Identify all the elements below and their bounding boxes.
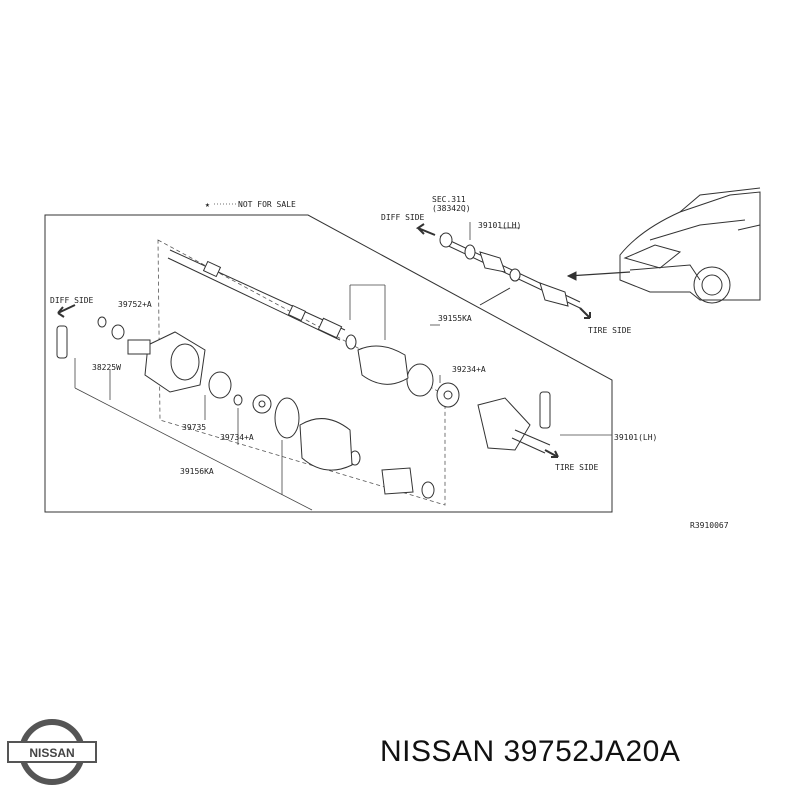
ring <box>345 334 357 350</box>
arrow-icon <box>579 307 591 319</box>
label-39101-lh-right: 39101(LH) <box>614 433 657 442</box>
part-number-caption: NISSAN 39752JA20A <box>380 735 681 768</box>
label-sec: SEC.311 <box>432 195 466 204</box>
label-tire-side-bottom: TIRE SIDE <box>555 463 599 472</box>
ring <box>406 363 434 397</box>
ring <box>274 397 300 439</box>
star-icon: ★ <box>205 200 210 209</box>
label-diff-side-left: DIFF SIDE <box>50 296 94 305</box>
label-39735: 39735 <box>182 423 206 432</box>
boot-small <box>381 467 414 495</box>
ring-39752 <box>111 324 125 340</box>
inner-joint-38225w <box>127 331 206 393</box>
ring-39752 <box>97 316 107 328</box>
label-39234: 39234+A <box>452 365 486 374</box>
logo-text: NISSAN <box>29 746 74 760</box>
arrow-icon <box>57 304 76 318</box>
label-tire-side-top: TIRE SIDE <box>588 326 632 335</box>
leader-lines <box>74 222 612 511</box>
lh-shaft-assembly <box>439 232 581 309</box>
label-sec-sub: (38342Q) <box>432 204 471 213</box>
boot-39155ka <box>357 345 409 385</box>
legend-not-for-sale: NOT FOR SALE <box>238 200 296 209</box>
tripod-left <box>252 394 272 414</box>
label-diff-side-top: DIFF SIDE <box>381 213 425 222</box>
ring <box>421 481 435 499</box>
label-39101-lh-top: 39101(LH) <box>478 221 521 230</box>
diagram-frame <box>44 214 613 513</box>
outer-joint <box>477 397 551 454</box>
ring-39735 <box>208 371 232 399</box>
boot-39156ka <box>299 418 353 471</box>
label-39752: 39752+A <box>118 300 152 309</box>
car-illustration <box>619 187 761 304</box>
tripod-39234 <box>436 382 460 408</box>
grease-tube-left <box>56 325 68 359</box>
arrow-icon <box>544 449 559 458</box>
ring-39734 <box>233 394 243 406</box>
label-39156ka: 39156KA <box>180 467 214 476</box>
label-38225w: 38225W <box>92 363 121 372</box>
grease-tube-right <box>539 391 551 429</box>
nissan-logo-icon: NISSAN <box>6 716 98 792</box>
label-39155ka: 39155KA <box>438 314 472 323</box>
label-ref-code: R3910067 <box>690 521 729 530</box>
drive-shaft <box>167 249 346 341</box>
pointer-from-car <box>567 271 631 277</box>
label-39734: 39734+A <box>220 433 254 442</box>
arrow-icon <box>415 223 436 236</box>
pointer-to-assembly <box>479 287 511 306</box>
